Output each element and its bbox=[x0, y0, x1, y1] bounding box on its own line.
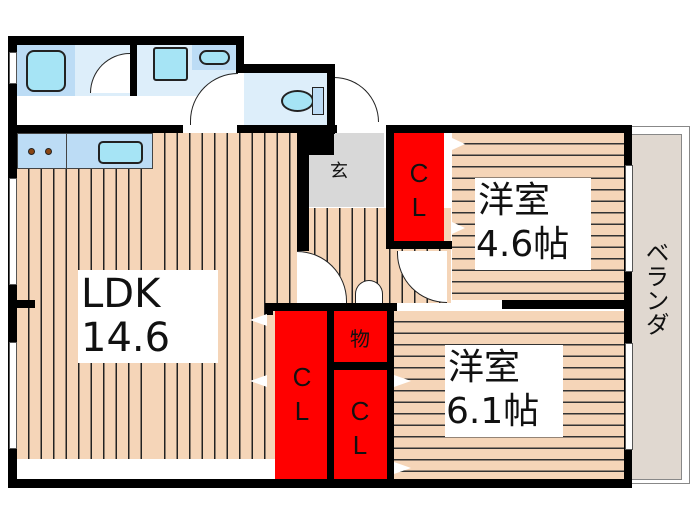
sliding-door-icon bbox=[394, 375, 411, 387]
wall bbox=[130, 36, 137, 96]
wall bbox=[327, 362, 389, 370]
wall bbox=[386, 125, 632, 133]
washbasin-icon bbox=[153, 47, 188, 81]
closet-3 bbox=[334, 370, 387, 479]
wall bbox=[387, 303, 394, 483]
room-label-entrance: 玄 bbox=[330, 161, 348, 181]
wall bbox=[386, 241, 452, 249]
wall bbox=[327, 64, 335, 134]
room-label-ldk: LDK 14.6 bbox=[78, 270, 218, 363]
toilet-icon bbox=[281, 90, 314, 112]
sink-icon bbox=[98, 141, 143, 164]
wall bbox=[8, 125, 183, 133]
closet-label-l: L bbox=[294, 396, 310, 426]
wall bbox=[502, 300, 632, 309]
window bbox=[625, 343, 633, 450]
divider bbox=[66, 133, 67, 169]
bathtub-icon bbox=[26, 50, 66, 92]
window bbox=[9, 178, 17, 285]
room-label-veranda: ベランダ bbox=[641, 240, 669, 336]
wall bbox=[386, 125, 394, 249]
room-label-storage: 物 bbox=[350, 329, 370, 351]
wall bbox=[236, 36, 244, 73]
wall bbox=[237, 125, 337, 133]
sliding-door-icon bbox=[452, 138, 465, 150]
wall bbox=[8, 36, 244, 45]
closet-1 bbox=[394, 133, 444, 243]
washer-icon bbox=[199, 50, 230, 65]
sliding-door-icon bbox=[452, 222, 465, 234]
sliding-door-icon bbox=[250, 314, 267, 326]
closet-label-l: L bbox=[411, 192, 427, 222]
closet-2 bbox=[275, 311, 329, 479]
closet-label-c: C bbox=[350, 396, 370, 426]
sliding-door-icon bbox=[394, 462, 411, 474]
stove-burner-icon bbox=[28, 148, 35, 155]
room-size: 6.1帖 bbox=[446, 391, 540, 432]
door-swing-icon bbox=[355, 280, 383, 303]
room-size: 4.6帖 bbox=[476, 224, 570, 265]
wall bbox=[8, 479, 632, 488]
room-size: 14.6 bbox=[81, 315, 171, 361]
room-name: 洋室 bbox=[478, 180, 551, 221]
wall bbox=[297, 125, 334, 155]
room-name: 洋室 bbox=[448, 347, 521, 388]
wall bbox=[297, 125, 309, 251]
stove-burner-icon bbox=[45, 148, 52, 155]
door-swing-icon bbox=[334, 77, 379, 122]
wall bbox=[236, 64, 335, 73]
wall bbox=[327, 303, 334, 483]
room-label-western-1: 洋室 4.6帖 bbox=[475, 178, 591, 270]
room-label-western-2: 洋室 6.1帖 bbox=[445, 345, 563, 437]
closet-label-l: L bbox=[352, 430, 368, 460]
wall bbox=[17, 300, 35, 308]
window bbox=[9, 342, 17, 449]
window bbox=[9, 52, 17, 84]
window bbox=[625, 165, 633, 272]
wall bbox=[265, 303, 273, 315]
toilet-tank-icon bbox=[312, 87, 324, 115]
closet-label-c: C bbox=[409, 158, 429, 188]
storage bbox=[334, 311, 387, 363]
western-room-2-floor bbox=[394, 311, 624, 479]
room-name: LDK bbox=[81, 271, 161, 317]
sliding-door-icon bbox=[250, 375, 267, 387]
closet-label-c: C bbox=[292, 362, 312, 392]
sliding-door-icon bbox=[250, 462, 267, 474]
